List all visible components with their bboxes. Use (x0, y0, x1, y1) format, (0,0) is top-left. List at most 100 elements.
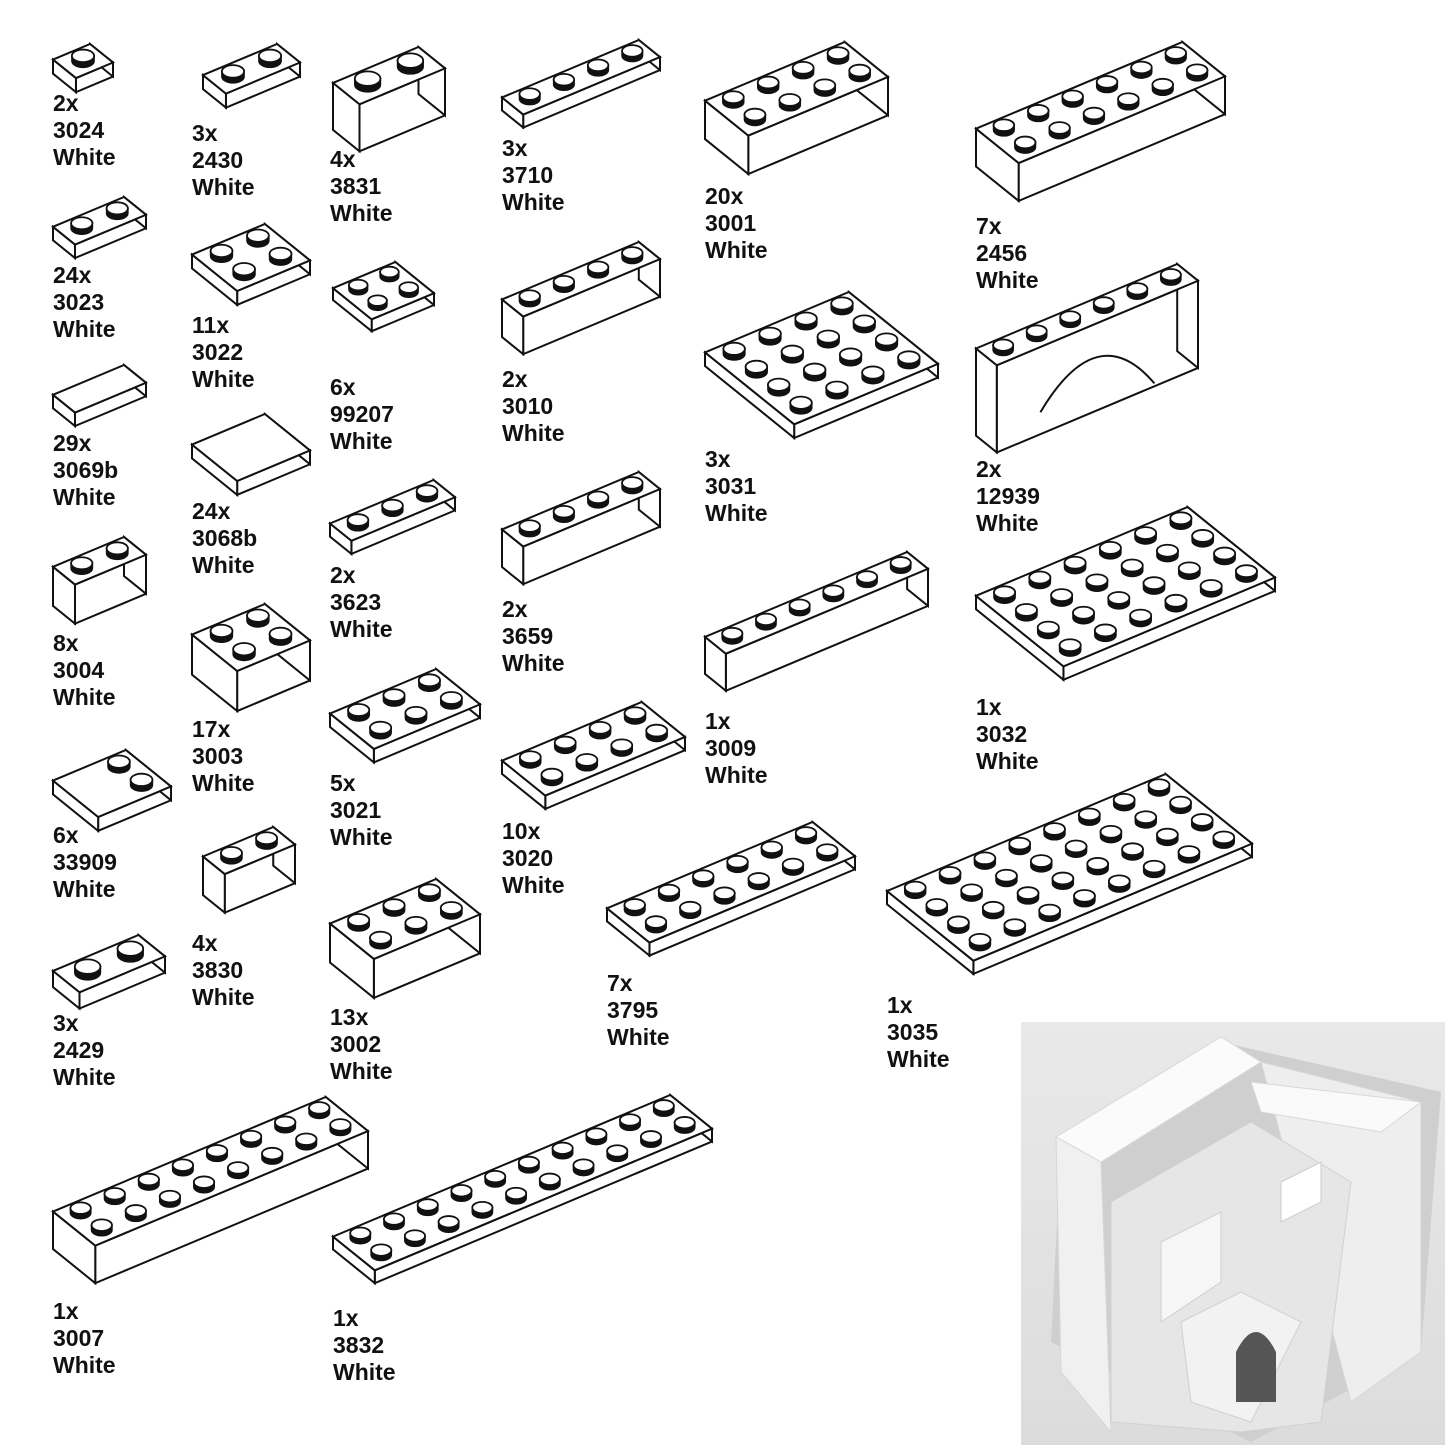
part-id: 3004 (53, 657, 105, 683)
part-qty: 24x (53, 262, 92, 288)
part-drawing-3009 (703, 549, 930, 693)
part-color: White (976, 267, 1039, 293)
part-id: 12939 (976, 483, 1040, 509)
part-id: 3831 (330, 173, 382, 199)
part-qty: 6x (53, 822, 79, 848)
part-drawing-3021 (328, 666, 482, 765)
part-id: 3830 (192, 957, 244, 983)
part-id: 3002 (330, 1031, 382, 1057)
part-color: White (976, 748, 1039, 774)
part-qty: 4x (330, 146, 356, 172)
part-drawing-3020 (500, 699, 687, 811)
part-drawing-3068b (190, 411, 312, 497)
part-drawing-3623 (328, 477, 457, 556)
part-id: 3023 (53, 289, 105, 315)
part-drawing-99207 (331, 259, 436, 334)
part-drawing-3022 (190, 221, 312, 307)
part-color: White (502, 189, 565, 215)
part-color: White (705, 500, 768, 526)
part-drawing-2430 (201, 41, 302, 110)
part-qty: 1x (887, 992, 913, 1018)
part-drawing-3830 (201, 824, 297, 915)
part-drawing-3069b (51, 362, 148, 429)
part-qty: 5x (330, 770, 356, 796)
part-color: White (502, 420, 565, 446)
part-drawing-3002 (328, 876, 482, 1000)
part-drawing-3001 (703, 39, 890, 177)
part-qty: 1x (976, 694, 1002, 720)
part-qty: 20x (705, 183, 744, 209)
part-id: 33909 (53, 849, 117, 875)
part-color: White (705, 237, 768, 263)
part-id: 3069b (53, 457, 119, 483)
part-drawing-3710 (500, 37, 662, 130)
part-id: 99207 (330, 401, 394, 427)
part-color: White (53, 876, 116, 902)
part-id: 3003 (192, 743, 244, 769)
part-qty: 8x (53, 630, 79, 656)
part-color: White (192, 366, 255, 392)
part-drawing-3010 (500, 239, 662, 357)
part-color: White (192, 174, 255, 200)
part-color: White (705, 762, 768, 788)
part-color: White (192, 984, 255, 1010)
part-id: 3032 (976, 721, 1028, 747)
part-id: 2430 (192, 147, 244, 173)
part-qty: 7x (976, 213, 1002, 239)
part-color: White (330, 616, 393, 642)
part-id: 3007 (53, 1325, 105, 1351)
part-color: White (192, 770, 255, 796)
part-qty: 1x (53, 1298, 79, 1324)
part-color: White (330, 428, 393, 454)
part-qty: 1x (333, 1305, 359, 1331)
part-color: White (330, 200, 393, 226)
part-color: White (502, 872, 565, 898)
part-qty: 29x (53, 430, 92, 456)
part-qty: 2x (976, 456, 1002, 482)
part-qty: 24x (192, 498, 231, 524)
part-qty: 2x (330, 562, 356, 588)
part-id: 2429 (53, 1037, 105, 1063)
part-qty: 3x (502, 135, 528, 161)
part-drawing-3031 (703, 289, 940, 441)
part-drawing-33909 (51, 747, 173, 833)
part-color: White (53, 1064, 116, 1090)
part-id: 3024 (53, 117, 105, 143)
part-id: 3010 (502, 393, 554, 419)
part-qty: 4x (192, 930, 218, 956)
part-drawing-3023 (51, 194, 148, 261)
model-render-illustration (1051, 1036, 1441, 1442)
part-drawing-3832 (331, 1092, 714, 1286)
part-drawing-2429 (51, 932, 167, 1011)
part-id: 3623 (330, 589, 382, 615)
part-color: White (887, 1046, 950, 1072)
part-id: 3020 (502, 845, 554, 871)
part-drawing-3795 (605, 819, 857, 958)
part-id: 3009 (705, 735, 757, 761)
part-color: White (502, 650, 565, 676)
part-qty: 3x (192, 120, 218, 146)
part-qty: 13x (330, 1004, 369, 1030)
